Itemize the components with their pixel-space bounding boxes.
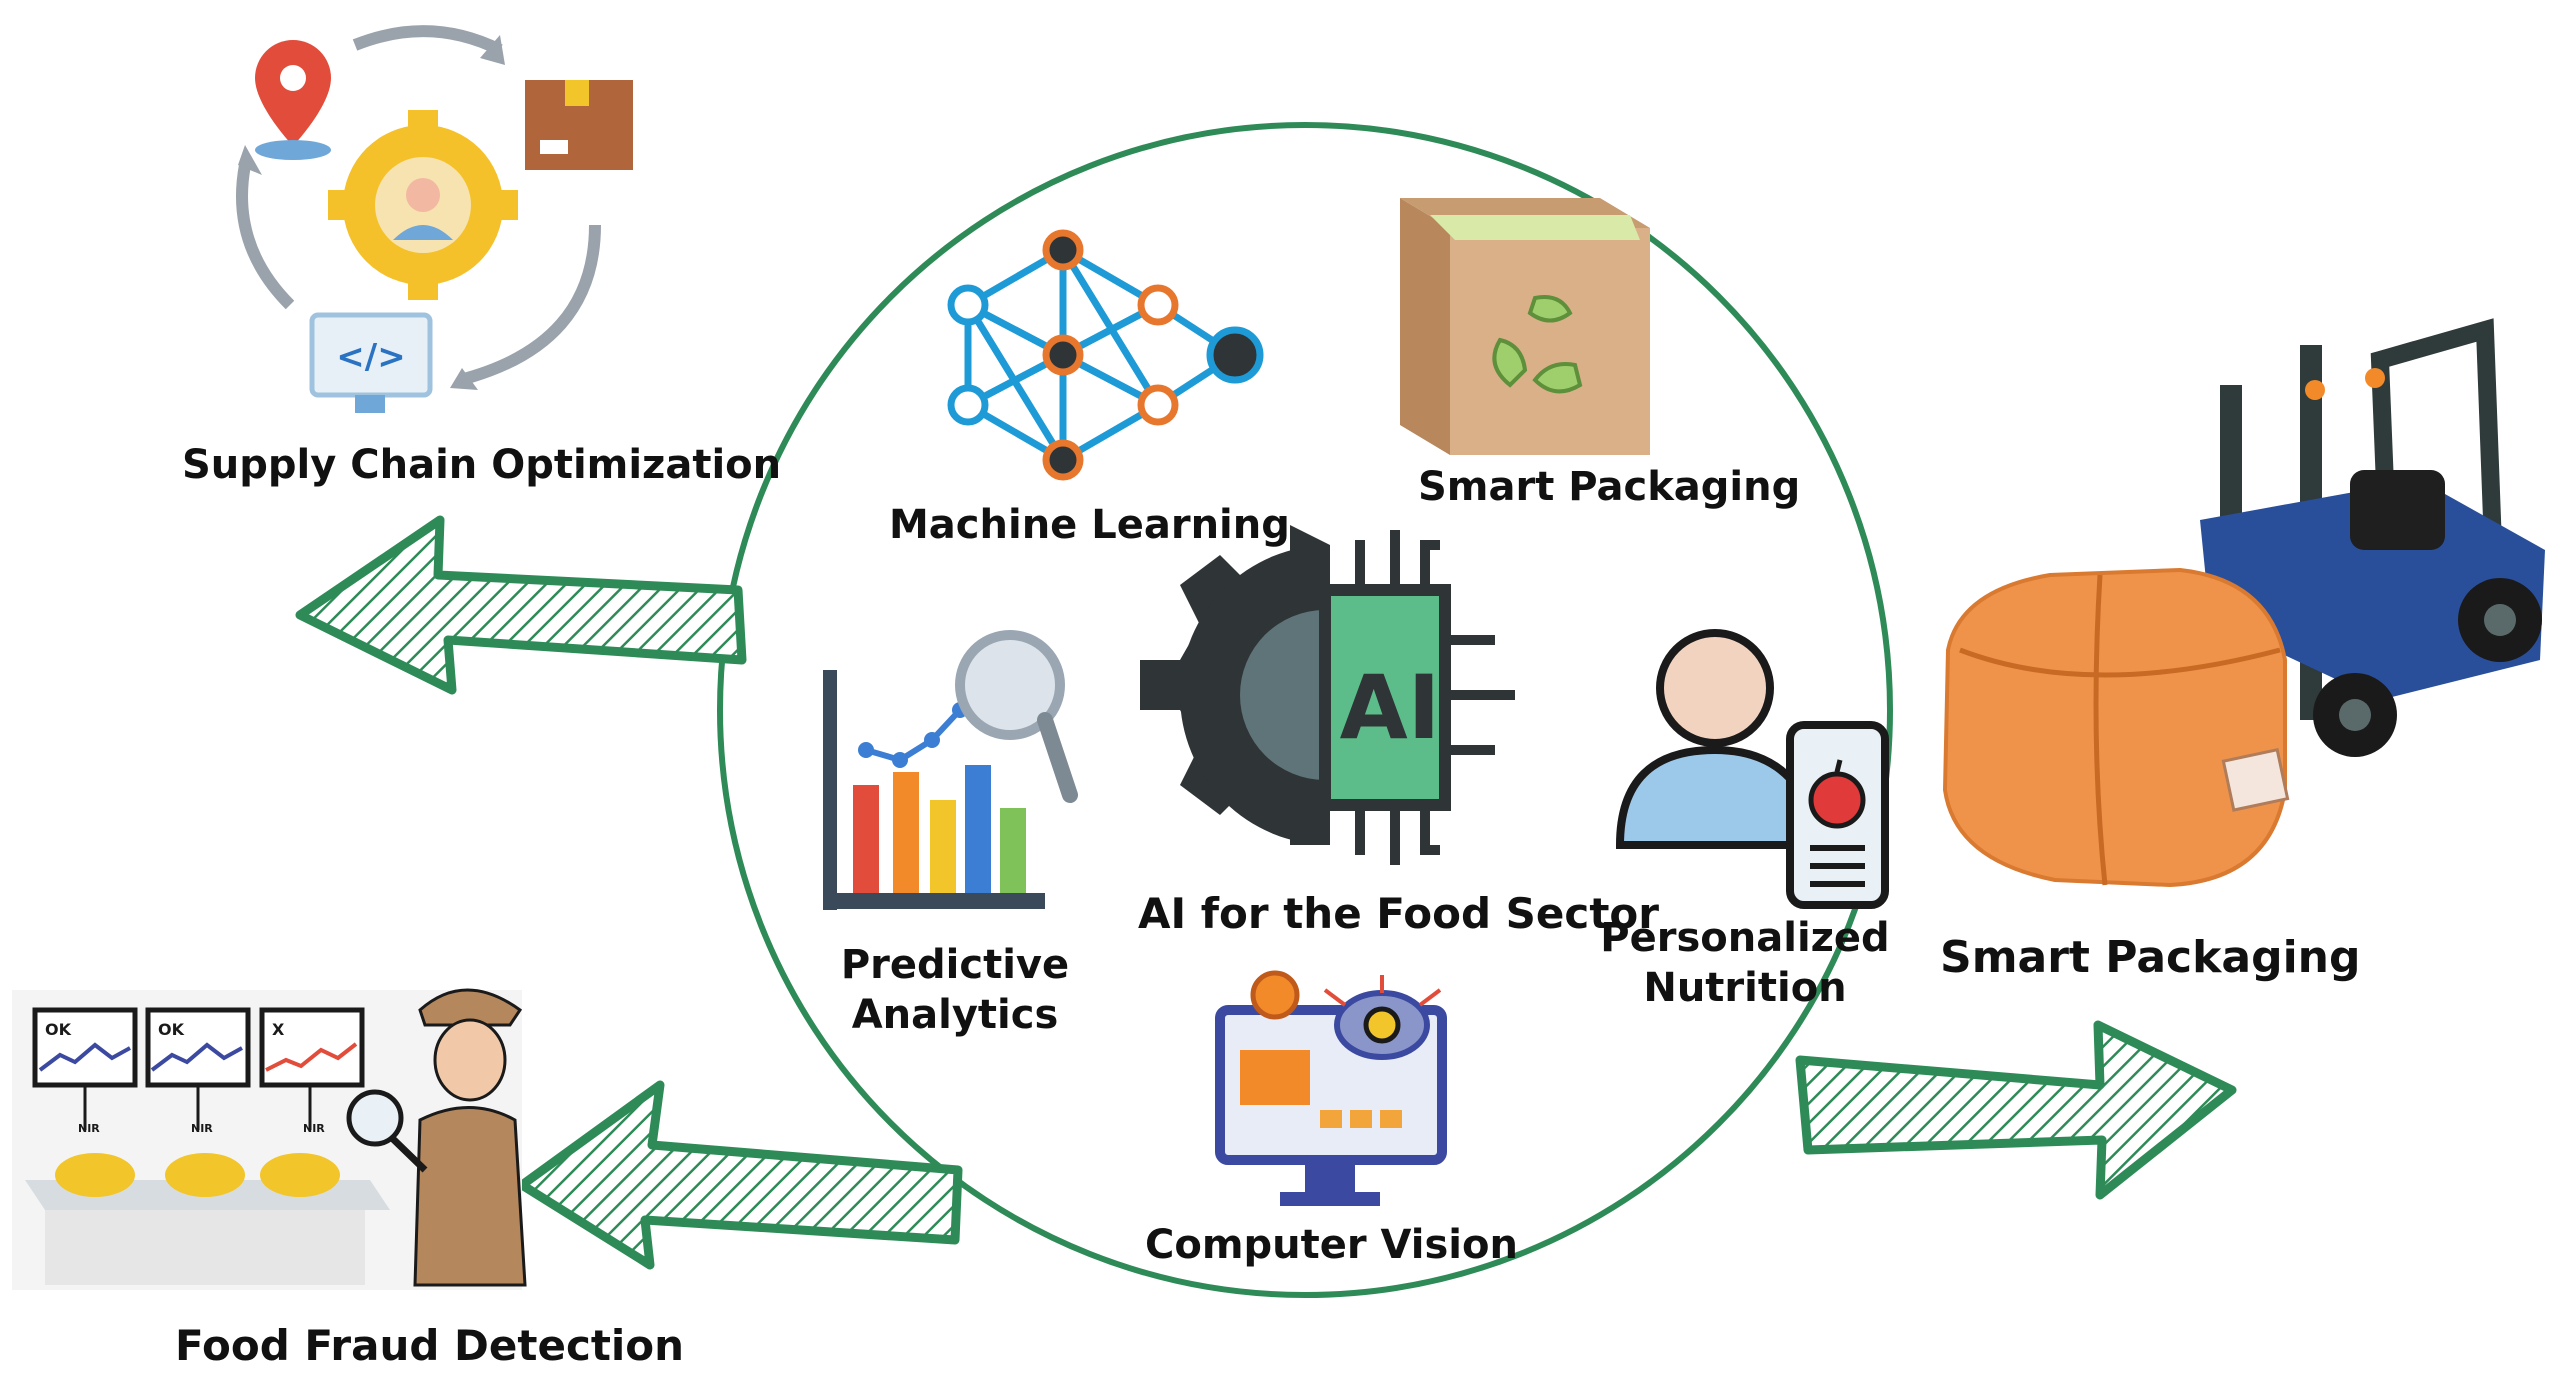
arrow-to-food-fraud [517, 1080, 963, 1270]
central-circle [717, 122, 1893, 1298]
monitor-eye-icon [1215, 970, 1447, 1206]
svg-text:NIR: NIR [78, 1122, 100, 1135]
neural-network-icon [947, 229, 1264, 481]
personalized-nutrition-line1: Personalized [1600, 915, 1890, 961]
fraud-inspector-icon: OK NIR OK NIR X NIR [12, 988, 527, 1290]
predictive-analytics-line1: Predictive [840, 942, 1070, 988]
smart-packaging-inner-label: Smart Packaging [1418, 464, 1801, 510]
bar-chart-magnifier-icon [823, 630, 1078, 910]
supply-chain-label: Supply Chain Optimization [182, 442, 782, 488]
ai-gear-chip-icon: AI [1140, 525, 1515, 865]
forklift-package-icon [1942, 318, 2545, 888]
fraud-monitor-1: OK NIR [32, 1007, 138, 1197]
supply-chain-cycle-icon: </> [236, 25, 633, 413]
svg-text:NIR: NIR [191, 1122, 213, 1135]
detective-figure [346, 988, 527, 1287]
machine-learning-label: Machine Learning [889, 502, 1290, 548]
personalized-nutrition-line2: Nutrition [1643, 965, 1847, 1011]
personalized-nutrition-label: Personalized Nutrition [1590, 913, 1900, 1013]
svg-text:OK: OK [158, 1020, 185, 1039]
computer-vision-label: Computer Vision [1145, 1222, 1518, 1268]
svg-text:X: X [272, 1020, 285, 1039]
fraud-monitor-3: X NIR [259, 1007, 365, 1197]
fraud-monitor-2: OK NIR [145, 1007, 251, 1197]
person-phone-apple-icon [1615, 629, 1889, 909]
svg-text:</>: </> [336, 337, 405, 377]
smart-packaging-outer-label: Smart Packaging [1940, 932, 2361, 983]
arrow-to-supply-chain [295, 515, 747, 695]
recycle-box-icon [1400, 198, 1650, 455]
svg-text:NIR: NIR [303, 1122, 325, 1135]
food-fraud-label: Food Fraud Detection [175, 1321, 685, 1370]
ai-chip-text: AI [1340, 656, 1441, 759]
arrow-to-smart-packaging [1795, 1020, 2237, 1200]
gear-person-icon [328, 110, 518, 300]
predictive-analytics-label: Predictive Analytics [800, 940, 1110, 1040]
svg-text:OK: OK [45, 1020, 72, 1039]
predictive-analytics-line2: Analytics [851, 992, 1059, 1038]
center-title: AI for the Food Sector [1138, 889, 1659, 938]
